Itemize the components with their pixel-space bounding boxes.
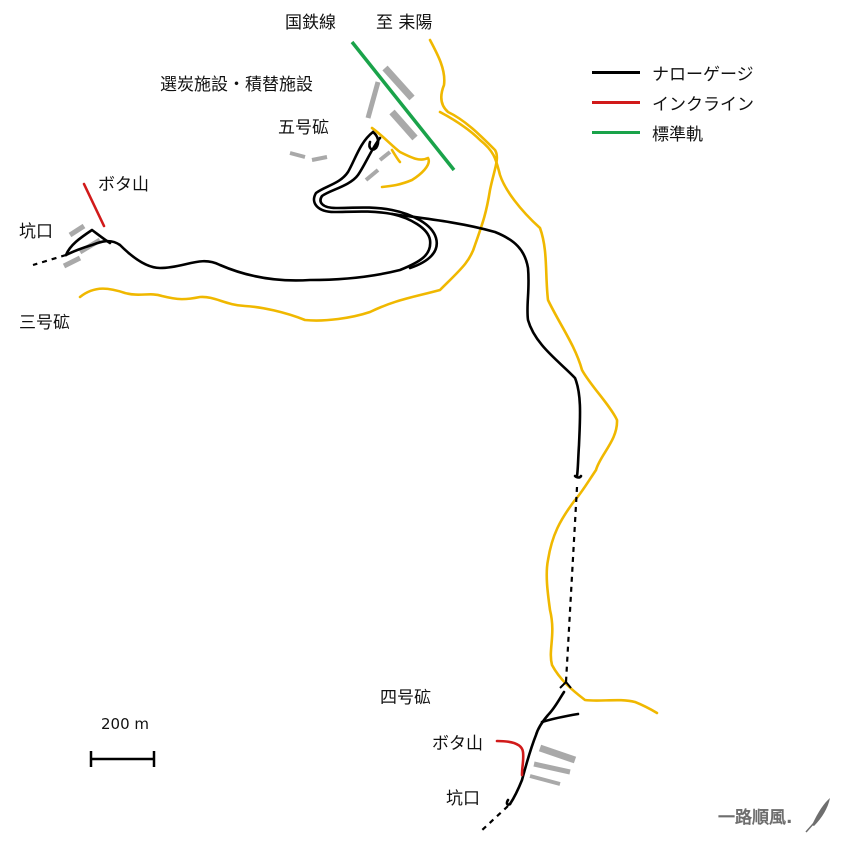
legend-label: ナローゲージ: [652, 65, 754, 85]
standard-gauge-line: [350, 40, 456, 172]
shaft4-building-1: [538, 744, 577, 764]
dashed-connections: [32, 253, 579, 833]
scale-bar-label: 200 m: [101, 715, 150, 733]
river-branch-5: [370, 126, 431, 189]
legend-item-incline: インクライン: [592, 90, 754, 115]
narrow-gauge-east: [390, 212, 582, 478]
red-line-icon: [592, 101, 640, 104]
shaft4-building-3: [529, 774, 561, 786]
mine-tunnel-south: [479, 805, 509, 833]
national-rail-label: 国鉄線: [285, 13, 336, 33]
processing-facility-2: [389, 109, 418, 141]
shaft5-facility-1: [378, 150, 392, 162]
river-west: [78, 38, 499, 322]
river-lines: [78, 38, 659, 715]
legend-item-narrow-gauge: ナローゲージ: [592, 60, 754, 85]
narrow-gauge-north-end: [368, 130, 380, 151]
river-branch-6: [390, 148, 402, 164]
legend-label: 標準軌: [652, 125, 703, 145]
narrow-gauge-main: [64, 130, 432, 282]
narrow-gauge-main-inner: [319, 136, 439, 270]
shaft3-label: 三号砿: [19, 313, 70, 333]
line-end-arrow-icon: [559, 680, 572, 689]
legend-item-standard-gauge: 標準軌: [592, 120, 703, 145]
shaft3-building-3: [62, 255, 82, 269]
shaft4-building-2: [533, 761, 571, 775]
legend-label: インクライン: [652, 95, 754, 115]
narrow-gauge-shaft4: [508, 690, 566, 806]
narrow-gauge-mine-south-end: [505, 798, 512, 806]
mine-tunnel-north: [32, 253, 67, 267]
narrow-gauge-lines: [64, 130, 583, 806]
shaft5-building-1: [289, 151, 306, 159]
processing-facility-1: [382, 65, 415, 101]
incline-south: [495, 739, 525, 777]
mine-entrance-south-label: 坑口: [446, 789, 480, 809]
bota-hill-south-label: ボタ山: [432, 734, 483, 754]
narrow-gauge-shaft3-stub: [64, 228, 112, 257]
shaft5-label: 五号砿: [278, 118, 329, 138]
narrow-gauge-south-end: [573, 474, 583, 479]
shaft3-building-1: [68, 223, 86, 238]
scale-bar: [89, 751, 156, 767]
watermark: 一路順風.: [718, 808, 793, 828]
black-line-icon: [592, 71, 640, 74]
narrow-gauge-shaft4-branch: [540, 712, 580, 724]
mine-entrance-north-label: 坑口: [19, 222, 53, 242]
bota-hill-north-label: ボタ山: [98, 175, 149, 195]
incline-lines: [82, 182, 525, 777]
incline-north: [82, 182, 106, 228]
shaft4-label: 四号砿: [380, 688, 431, 708]
coal-processing-label: 選炭施設・積替施設: [160, 75, 313, 95]
processing-facility-3: [365, 81, 381, 119]
destination-label: 至 耒陽: [376, 13, 433, 33]
shaft5-facility-2: [364, 168, 380, 182]
planned-link: [564, 486, 579, 683]
quill-pen-icon: [805, 798, 830, 833]
river-east: [438, 110, 659, 715]
green-line-icon: [592, 131, 640, 134]
shaft5-building-2: [311, 155, 328, 162]
